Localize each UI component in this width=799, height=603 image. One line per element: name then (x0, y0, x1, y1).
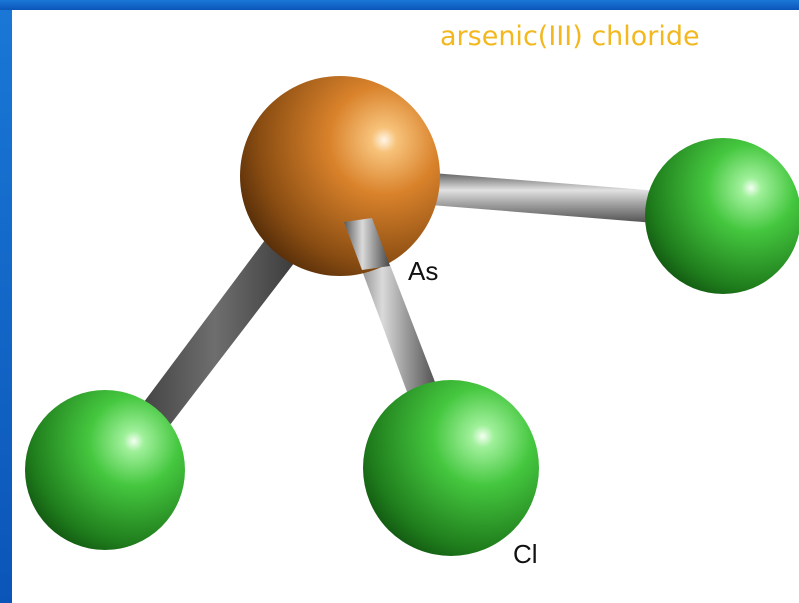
atom-arsenic (240, 76, 440, 276)
bond-as-cl-right (418, 172, 672, 224)
bond-as-cl-middle-front (344, 218, 390, 270)
label-arsenic: As (408, 256, 438, 286)
bond-as-cl-left (132, 236, 298, 438)
label-chlorine: Cl (513, 539, 538, 569)
frame-left (0, 0, 12, 603)
atom-chlorine-middle (363, 380, 539, 556)
molecule-title: arsenic(III) chloride (440, 21, 700, 52)
frame-top (0, 0, 799, 10)
atom-chlorine-left (25, 390, 185, 550)
atom-chlorine-right (645, 138, 799, 294)
